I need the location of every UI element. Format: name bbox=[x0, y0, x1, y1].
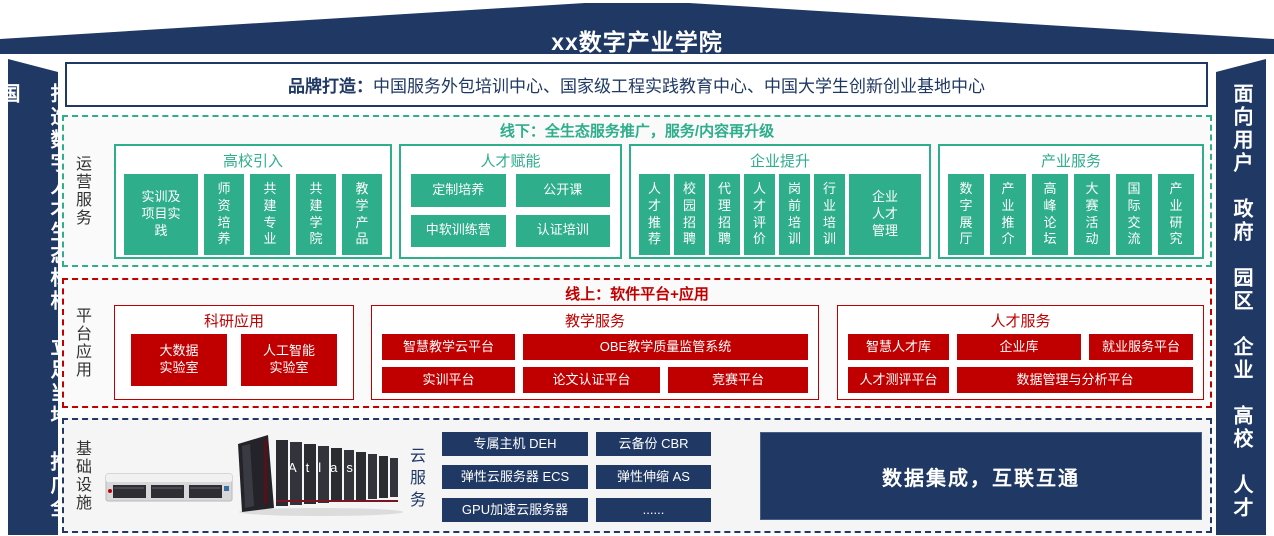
chip: 共建专业 bbox=[250, 174, 290, 255]
section-platform-header: 线上：软件平台+应用 bbox=[565, 286, 709, 303]
chip: 数字展厅 bbox=[948, 174, 984, 255]
chip: 公开课 bbox=[515, 174, 610, 207]
brand-text: 中国服务外包培训中心、国家级工程实践教育中心、中国大学生创新创业基地中心 bbox=[373, 77, 985, 96]
chip: 认证培训 bbox=[515, 214, 610, 247]
brand-row: 品牌打造： 中国服务外包培训中心、国家级工程实践教育中心、中国大学生创新创业基地… bbox=[65, 62, 1208, 107]
chip: 行业培训 bbox=[814, 174, 845, 255]
group-teaching-services: 教学服务 智慧教学云平台 OBE教学质量监管系统 实训平台 论文认证平台 竞赛平… bbox=[371, 305, 819, 400]
chip: 共建学院 bbox=[296, 174, 336, 255]
chip: 实训及项目实践 bbox=[124, 174, 198, 255]
group-talent-enablement: 人才赋能 定制培养 公开课 中软训练营 认证培训 bbox=[399, 144, 622, 259]
chip: 数据管理与分析平台 bbox=[957, 367, 1193, 393]
chip: 实训平台 bbox=[382, 367, 515, 393]
chip: 智慧教学云平台 bbox=[382, 334, 515, 360]
chip: 国际交流 bbox=[1116, 174, 1152, 255]
cloud-services-grid: 专属主机 DEH 云备份 CBR 弹性云服务器 ECS 弹性伸缩 AS GPU加… bbox=[442, 432, 711, 522]
atlas-cluster-image: Atlas bbox=[238, 435, 403, 516]
section-infrastructure-label: 基础设施 bbox=[73, 439, 90, 512]
group-university-intro: 高校引入 实训及项目实践 师资培养 共建专业 共建学院 教学产品 bbox=[114, 144, 392, 259]
chip: 中软训练营 bbox=[411, 214, 506, 247]
chip: 智慧人才库 bbox=[848, 334, 949, 360]
section-operations: 运营服务 线下：全生态服务推广，服务/内容再升级 高校引入 实训及项目实践 师资… bbox=[62, 115, 1212, 267]
chip: ...... bbox=[596, 498, 711, 522]
group-title: 人才赋能 bbox=[480, 153, 541, 170]
cloud-services-label: 云服务 bbox=[407, 447, 424, 513]
chip: 产业研究 bbox=[1158, 174, 1194, 255]
section-platform: 平台应用 线上：软件平台+应用 科研应用 大数据实验室 人工智能实验室 教学服务… bbox=[62, 278, 1212, 408]
left-sidebar: 打造数字人才生态标杆 立足当地 推广全国 bbox=[8, 59, 58, 535]
page-title: xx数字产业学院 bbox=[551, 29, 723, 55]
chip: 弹性云服务器 ECS bbox=[442, 465, 588, 489]
chip: 人才评价 bbox=[744, 174, 775, 255]
group-title: 产业服务 bbox=[1040, 153, 1101, 170]
section-operations-header: 线下：全生态服务推广，服务/内容再升级 bbox=[499, 123, 775, 140]
chip: 大赛活动 bbox=[1074, 174, 1110, 255]
banner-roof-shape bbox=[0, 3, 1274, 54]
chip: 高峰论坛 bbox=[1032, 174, 1068, 255]
group-title: 科研应用 bbox=[203, 313, 264, 330]
chip: 大数据实验室 bbox=[131, 334, 227, 386]
rack-server-image bbox=[105, 473, 233, 502]
chip: 云备份 CBR bbox=[596, 432, 711, 456]
chip: 代理招聘 bbox=[709, 174, 740, 255]
chip: GPU加速云服务器 bbox=[442, 498, 588, 522]
group-title: 高校引入 bbox=[222, 153, 283, 170]
chip: OBE教学质量监管系统 bbox=[523, 334, 808, 360]
right-sidebar-audience: 面向用户 政府 园区 企业 高校 人才 bbox=[1230, 83, 1252, 520]
chip: 产业推介 bbox=[990, 174, 1026, 255]
chip: 定制培养 bbox=[411, 174, 506, 207]
chip: 教学产品 bbox=[342, 174, 382, 255]
chip: 校园招聘 bbox=[674, 174, 705, 255]
group-title: 企业提升 bbox=[749, 153, 810, 170]
section-platform-label: 平台应用 bbox=[73, 307, 90, 379]
group-title: 教学服务 bbox=[564, 313, 625, 330]
chip: 人才推荐 bbox=[639, 174, 670, 255]
chip: 竞赛平台 bbox=[668, 367, 808, 393]
chip: 专属主机 DEH bbox=[442, 432, 588, 456]
section-operations-label: 运营服务 bbox=[73, 155, 90, 227]
group-talent-services: 人才服务 智慧人才库 企业库 就业服务平台 人才测评平台 数据管理与分析平台 bbox=[837, 305, 1204, 400]
group-enterprise-upgrade: 企业提升 人才推荐 校园招聘 代理招聘 人才评价 岗前培训 行业培训 企业人才管… bbox=[629, 144, 931, 259]
chip: 弹性伸缩 AS bbox=[596, 465, 711, 489]
group-title: 人才服务 bbox=[990, 313, 1051, 330]
chip: 师资培养 bbox=[204, 174, 244, 255]
group-research-apps: 科研应用 大数据实验室 人工智能实验室 bbox=[114, 305, 354, 400]
chip: 就业服务平台 bbox=[1089, 334, 1193, 360]
group-industry-services: 产业服务 数字展厅 产业推介 高峰论坛 大赛活动 国际交流 产业研究 bbox=[938, 144, 1204, 259]
data-integration-banner: 数据集成，互联互通 bbox=[760, 432, 1202, 520]
section-infrastructure: 基础设施 bbox=[62, 418, 1212, 533]
chip: 企业库 bbox=[957, 334, 1081, 360]
chip: 岗前培训 bbox=[779, 174, 810, 255]
chip: 人工智能实验室 bbox=[241, 334, 337, 386]
cluster-brand-text: Atlas bbox=[288, 460, 362, 475]
right-sidebar: 面向用户 政府 园区 企业 高校 人才 bbox=[1216, 59, 1266, 535]
chip: 企业人才管理 bbox=[849, 174, 921, 255]
brand-label: 品牌打造： bbox=[288, 77, 373, 96]
chip: 人才测评平台 bbox=[848, 367, 949, 393]
left-sidebar-slogan: 打造数字人才生态标杆 立足当地 推广全国 bbox=[0, 83, 69, 520]
chip: 论文认证平台 bbox=[523, 367, 660, 393]
